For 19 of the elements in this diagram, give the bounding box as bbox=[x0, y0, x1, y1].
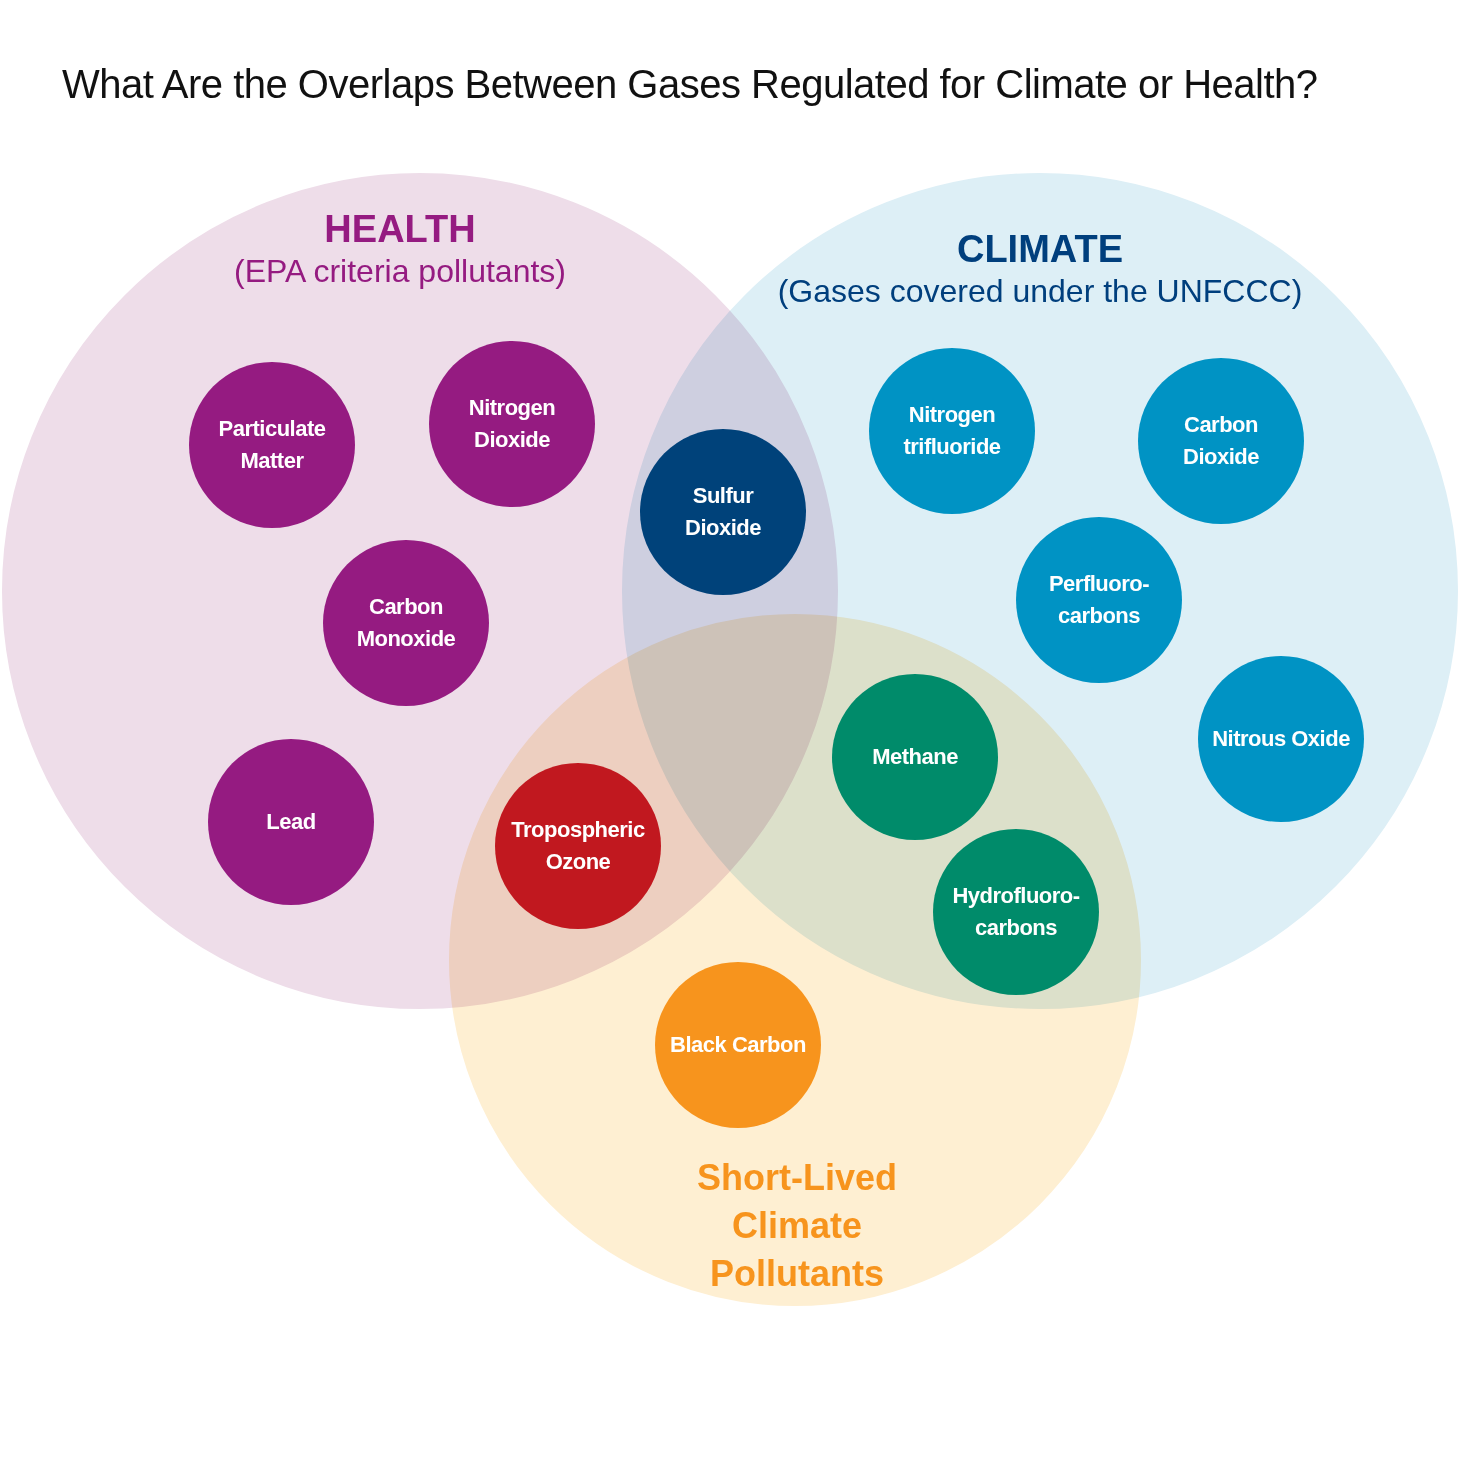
gas-name: Nitrous Oxide bbox=[1211, 725, 1351, 753]
circle-heading: HEALTH bbox=[323, 208, 477, 251]
gas-name: Perfluoro- carbons bbox=[1047, 570, 1151, 630]
gas-name: Carbon Dioxide bbox=[1182, 411, 1260, 471]
title: What Are the Overlaps Between Gases Regulated for Climate or Health? bbox=[62, 62, 1318, 107]
gas-name: Sulfur Dioxide bbox=[684, 482, 762, 542]
circle-heading: CLIMATE bbox=[955, 228, 1124, 271]
gas-name: Hydrofluoro- carbons bbox=[951, 882, 1081, 942]
circle-subtitle: (EPA criteria pollutants) bbox=[233, 253, 567, 290]
gas-name: Nitrogen Dioxide bbox=[467, 394, 557, 454]
gas-name: Methane bbox=[871, 743, 959, 771]
gas-name: Nitrogen trifluoride bbox=[902, 401, 1002, 461]
gas-name: Lead bbox=[265, 808, 317, 836]
circle-subtitle: (Gases covered under the UNFCCC) bbox=[776, 273, 1304, 310]
gas-name: Tropospheric Ozone bbox=[510, 816, 646, 876]
circle-heading: Short-Lived Climate Pollutants bbox=[696, 1156, 898, 1296]
gas-name: Black Carbon bbox=[669, 1031, 807, 1059]
gas-name: Particulate Matter bbox=[217, 415, 327, 475]
gas-name: Carbon Monoxide bbox=[355, 593, 457, 653]
